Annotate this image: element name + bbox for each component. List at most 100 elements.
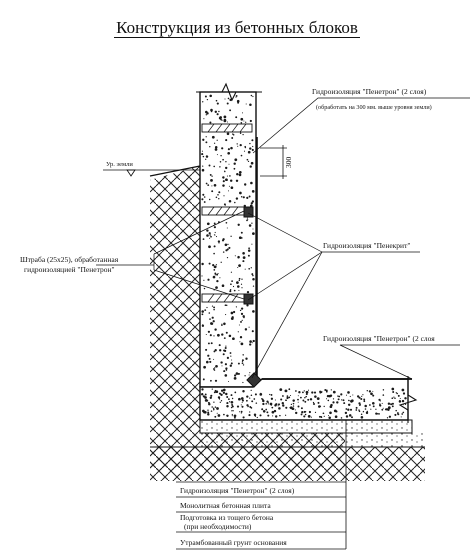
aggregate-dot [234,158,238,162]
aggregate-dot [217,194,219,196]
aggregate-dot [213,335,215,337]
aggregate-dot [242,416,245,419]
aggregate-dot [215,236,218,238]
aggregate-dot [313,403,315,405]
aggregate-dot [241,319,243,322]
aggregate-dot [210,179,213,182]
aggregate-dot [203,201,206,203]
aggregate-dot [239,143,242,147]
aggregate-dot [297,401,299,403]
aggregate-dot [244,146,247,149]
aggregate-dot [228,163,230,165]
aggregate-dot [375,408,377,410]
aggregate-dot [237,256,240,259]
aggregate-dot [303,415,306,418]
aggregate-dot [347,403,351,407]
aggregate-dot [241,405,244,408]
aggregate-dot [364,404,367,408]
aggregate-dot [305,395,307,398]
aggregate-dot [209,396,212,399]
aggregate-dot [233,162,236,165]
aggregate-dot [250,202,253,205]
aggregate-dot [242,260,245,263]
soil-hatch-bottom [150,447,425,481]
aggregate-dot [270,393,273,396]
aggregate-dot [209,173,212,176]
aggregate-dot [214,415,217,418]
aggregate-dot [348,399,350,402]
aggregate-dot [240,404,242,406]
aggregate-dot [251,190,255,193]
aggregate-dot [213,265,217,269]
aggregate-dot [402,392,406,395]
aggregate-dot [279,414,281,417]
aggregate-dot [261,408,264,411]
aggregate-dot [207,278,210,281]
aggregate-dot [204,393,207,396]
aggregate-dot [231,397,234,400]
aggregate-dot [214,379,218,382]
legend-row-slab: Монолитная бетонная плита [180,501,271,510]
aggregate-dot [226,257,229,259]
aggregate-dot [369,404,371,406]
aggregate-dot [237,372,240,375]
aggregate-dot [360,413,363,416]
aggregate-dot [349,395,351,398]
aggregate-dot [325,390,328,393]
aggregate-dot [290,403,293,406]
aggregate-dot [237,331,239,333]
aggregate-dot [308,410,311,414]
callout-penetron-right: Гидроизоляция "Пенетрон" (2 слоя [323,334,435,343]
aggregate-dot [211,406,213,408]
aggregate-dot [379,404,382,407]
aggregate-dot [301,411,304,414]
aggregate-dot [393,396,395,398]
ground-surface-line [149,165,201,177]
aggregate-dot [214,110,218,114]
aggregate-dot [386,417,389,419]
aggregate-dot [225,345,227,347]
aggregate-dot [216,154,218,156]
aggregate-dot [235,94,238,97]
aggregate-dot [206,360,209,364]
aggregate-dot [277,403,281,406]
aggregate-dot [207,409,209,411]
aggregate-dot [318,415,321,418]
aggregate-dot [382,394,385,396]
aggregate-dot [210,394,213,397]
aggregate-dot [358,396,361,399]
aggregate-dot [237,223,240,226]
aggregate-dot [347,391,350,394]
aggregate-dot [231,413,233,416]
aggregate-dot [212,407,215,409]
aggregate-dot [223,118,227,122]
legend-row-penetron: Гидроизоляция "Пенетрон" (2 слоя) [180,486,295,495]
aggregate-dot [234,255,236,257]
aggregate-dot [295,411,298,415]
aggregate-dot [216,102,219,105]
aggregate-dot [363,400,366,403]
aggregate-dot [246,219,248,222]
aggregate-dot [294,409,296,411]
aggregate-dot [230,283,232,286]
aggregate-dot [235,306,237,308]
aggregate-dot [230,311,234,315]
aggregate-dot [242,354,244,356]
aggregate-dot [304,413,307,416]
aggregate-dot [363,398,366,401]
aggregate-dot [245,103,247,105]
aggregate-dot [214,274,216,276]
aggregate-dot [215,99,218,102]
aggregate-dot [338,395,341,398]
aggregate-dot [282,404,285,407]
aggregate-dot [242,252,245,255]
aggregate-dot [395,392,397,394]
aggregate-dot [250,267,252,269]
aggregate-dot [211,316,214,319]
aggregate-dot [223,322,226,326]
aggregate-dot [228,398,230,401]
aggregate-dot [231,316,234,319]
aggregate-dot [204,95,207,98]
aggregate-dot [337,398,340,401]
leader-lines [96,97,470,380]
